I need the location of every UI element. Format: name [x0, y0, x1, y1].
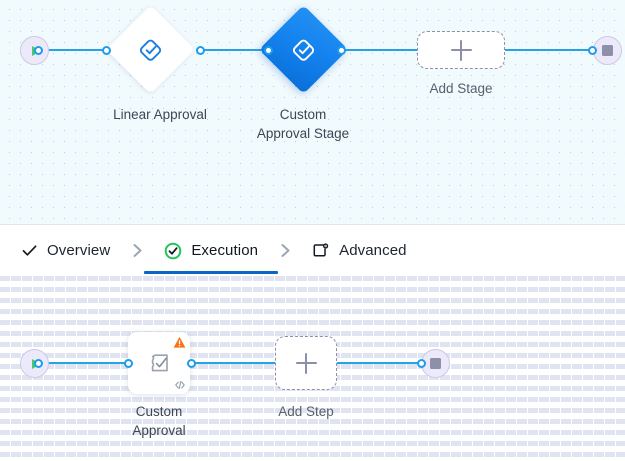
- stage-start-output-port[interactable]: [34, 45, 43, 55]
- edge-start-to-linear-approval: [38, 49, 106, 51]
- custom-approval-stage-input-port[interactable]: [264, 45, 273, 55]
- approval-diamond-icon: [290, 36, 318, 64]
- tab-overview[interactable]: Overview: [16, 225, 114, 276]
- stop-icon: [430, 358, 441, 369]
- tab-execution[interactable]: Execution: [144, 225, 278, 276]
- linear-approval-input-port[interactable]: [102, 45, 111, 55]
- tabbar: Overview Execution: [0, 224, 625, 276]
- stage-node-label-linear-approval: Linear Approval: [113, 107, 207, 122]
- step-node-label-custom-approval: Custom Approval: [132, 404, 186, 438]
- chevron-right-icon: [114, 225, 160, 276]
- stage-node-linear-approval[interactable]: [105, 4, 196, 95]
- tab-label-overview: Overview: [47, 242, 111, 259]
- check-circle-icon: [164, 242, 182, 260]
- custom-approval-stage-output-port[interactable]: [337, 45, 346, 55]
- add-stage-button[interactable]: [417, 31, 505, 69]
- stage-flow-canvas[interactable]: Linear Approval Custom Approval Stage Ad…: [0, 0, 625, 224]
- stage-end-input-port[interactable]: [588, 45, 597, 55]
- custom-approval-input-port[interactable]: [124, 358, 133, 368]
- step-node-custom-approval[interactable]: [128, 332, 190, 394]
- add-step-button[interactable]: [275, 336, 337, 390]
- edge-linear-to-custom: [196, 49, 272, 51]
- stage-node-custom-approval-stage[interactable]: [258, 4, 349, 95]
- edge-add-stage-to-end: [504, 49, 592, 51]
- tab-label-advanced: Advanced: [339, 242, 407, 259]
- warning-triangle-icon: [173, 336, 186, 349]
- step-end-input-port[interactable]: [417, 358, 426, 368]
- linear-approval-output-port[interactable]: [196, 45, 205, 55]
- check-icon: [20, 242, 38, 260]
- tab-label-execution: Execution: [191, 242, 259, 259]
- window-gear-icon: [312, 242, 330, 260]
- plus-icon: [450, 39, 472, 61]
- custom-approval-output-port[interactable]: [187, 358, 196, 368]
- approval-diamond-icon: [137, 36, 165, 64]
- code-icon: [174, 379, 186, 391]
- step-flow-canvas[interactable]: Custom Approval Add Step: [0, 276, 625, 461]
- step-start-output-port[interactable]: [34, 358, 43, 368]
- add-stage-label: Add Stage: [429, 81, 493, 96]
- edge-add-step-to-end: [337, 362, 421, 364]
- add-step-label: Add Step: [278, 404, 334, 419]
- edge-custom-approval-to-add-step: [191, 362, 275, 364]
- stage-node-label-custom-approval-stage: Custom Approval Stage: [256, 107, 350, 141]
- tab-advanced[interactable]: Advanced: [308, 225, 411, 276]
- stop-icon: [602, 45, 613, 56]
- plus-icon: [295, 352, 317, 374]
- edge-custom-to-add-stage: [337, 49, 417, 51]
- stage-end-node[interactable]: [593, 36, 622, 65]
- chevron-right-icon: [262, 225, 308, 276]
- edge-start-to-custom-approval: [38, 362, 128, 364]
